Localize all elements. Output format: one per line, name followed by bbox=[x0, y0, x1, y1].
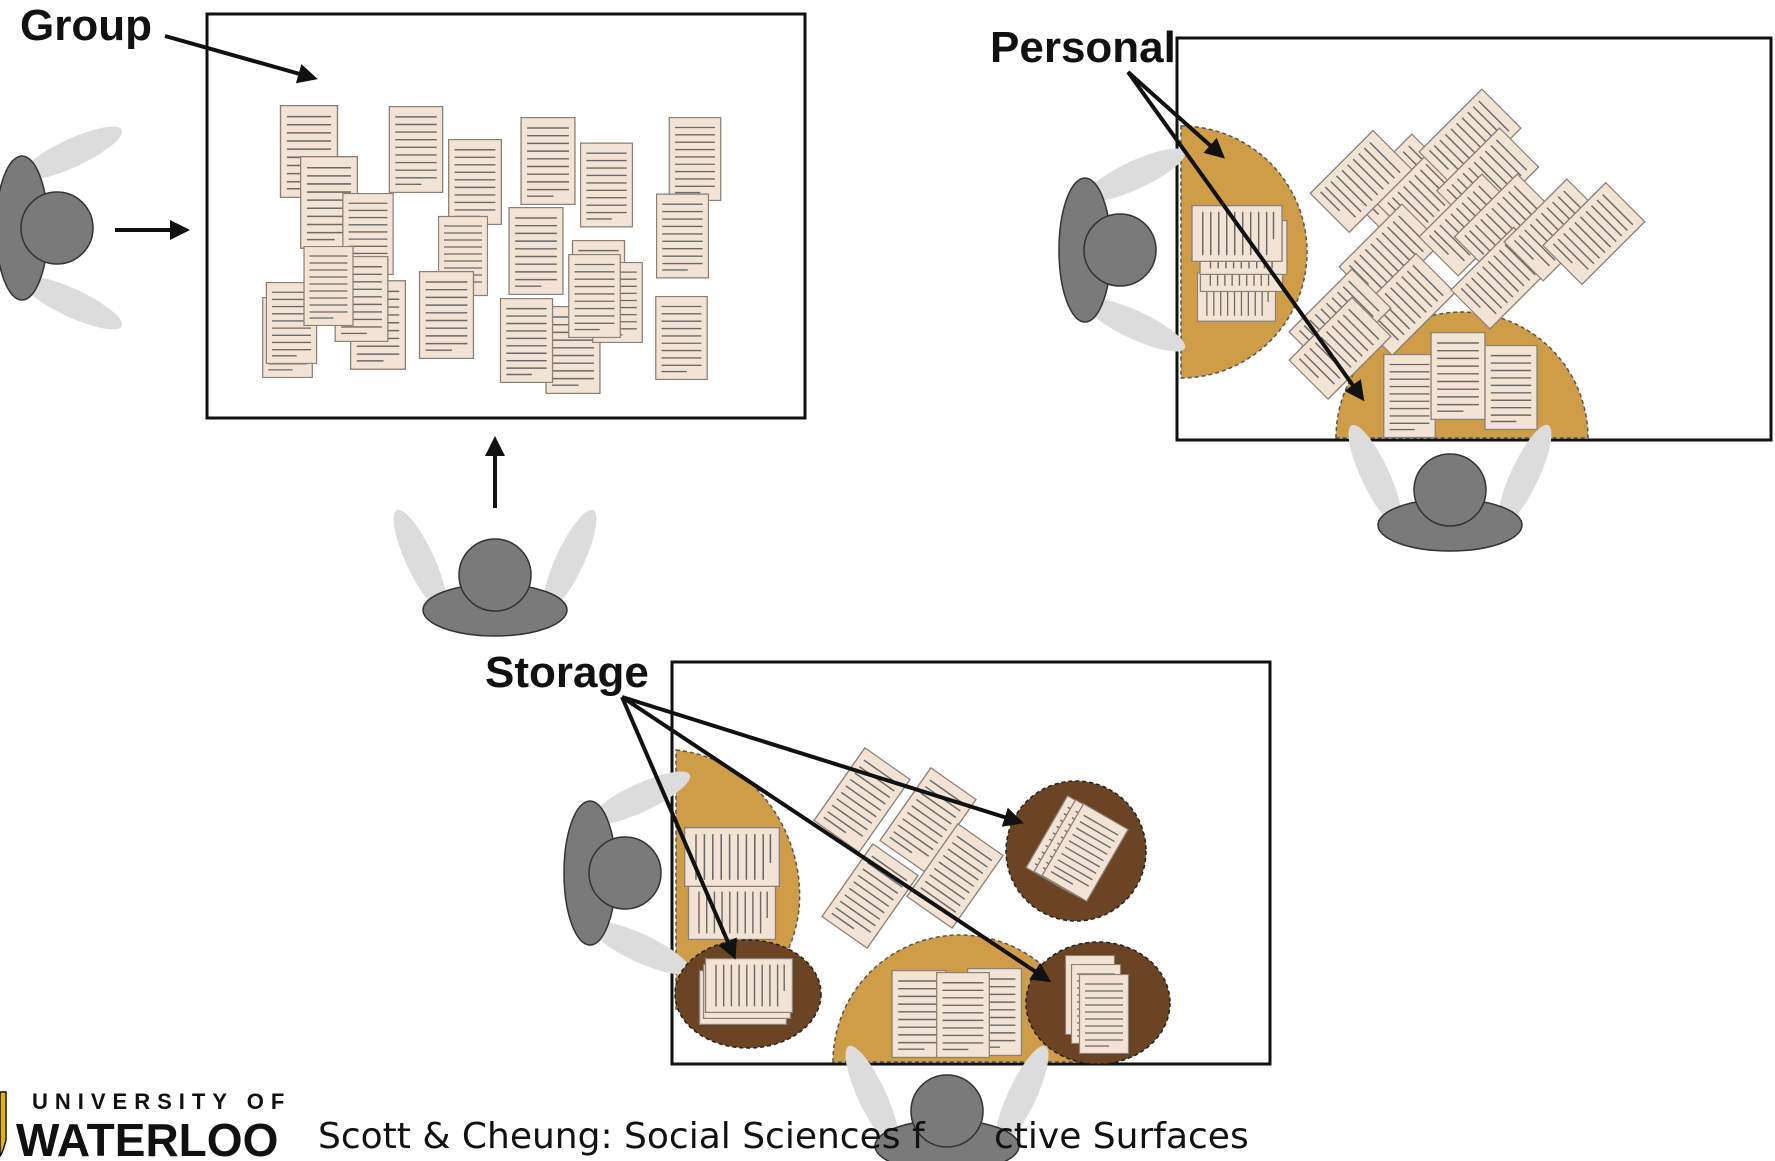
person-icon bbox=[383, 503, 607, 637]
document-icon bbox=[418, 271, 475, 359]
person-icon bbox=[1058, 138, 1192, 362]
caption-right: ctive Surfaces bbox=[994, 1116, 1249, 1157]
personal-left-documents bbox=[1191, 205, 1288, 322]
document-icon bbox=[1191, 205, 1283, 262]
person-icon bbox=[0, 116, 129, 340]
university-crest bbox=[0, 1091, 7, 1158]
document-icon bbox=[1484, 345, 1538, 430]
arrow-icon bbox=[620, 695, 1052, 983]
document-icon bbox=[1430, 332, 1486, 420]
footer: UNIVERSITY OF WATERLOO Scott & Cheung: S… bbox=[0, 1089, 1249, 1161]
document-icon bbox=[1078, 974, 1130, 1054]
document-icon bbox=[388, 106, 444, 193]
arrow-icon bbox=[621, 695, 1024, 827]
document-icon bbox=[655, 296, 708, 380]
person-left-personal bbox=[1058, 138, 1192, 362]
storage-left-documents bbox=[684, 827, 780, 940]
storage-bottom-documents bbox=[891, 968, 1023, 1058]
storage-pile-bottom-left bbox=[698, 958, 794, 1025]
document-icon bbox=[499, 298, 554, 383]
person-bottom-group bbox=[383, 503, 607, 637]
group-label: Group bbox=[20, 1, 152, 50]
document-icon bbox=[520, 117, 576, 205]
document-icon bbox=[1383, 354, 1436, 438]
personal-panel: Personal bbox=[990, 23, 1773, 552]
group-panel: Group bbox=[0, 1, 807, 637]
storage-pile-bottom-right bbox=[1064, 955, 1130, 1054]
storage-panel: Storage bbox=[485, 648, 1272, 1161]
document-icon bbox=[935, 972, 991, 1058]
person-left-group bbox=[0, 116, 129, 340]
caption-left: Scott & Cheung: Social Sciences f bbox=[318, 1116, 926, 1157]
document-icon bbox=[447, 139, 503, 225]
storage-label: Storage bbox=[485, 648, 649, 697]
university-name: WATERLOO bbox=[16, 1114, 278, 1161]
document-icon bbox=[687, 885, 777, 940]
document-icon bbox=[668, 117, 722, 201]
document-icon bbox=[303, 246, 354, 326]
arrow-icon bbox=[1126, 70, 1225, 159]
document-icon bbox=[704, 958, 794, 1013]
document-icon bbox=[656, 193, 709, 279]
arrow-icon bbox=[164, 34, 318, 84]
document-icon bbox=[568, 254, 621, 338]
document-icon bbox=[508, 207, 564, 295]
arrow-icon bbox=[620, 696, 737, 960]
arrow-icon bbox=[1126, 70, 1365, 402]
document-icon bbox=[580, 142, 633, 228]
university-prefix: UNIVERSITY OF bbox=[32, 1089, 291, 1114]
personal-label: Personal bbox=[990, 23, 1176, 72]
